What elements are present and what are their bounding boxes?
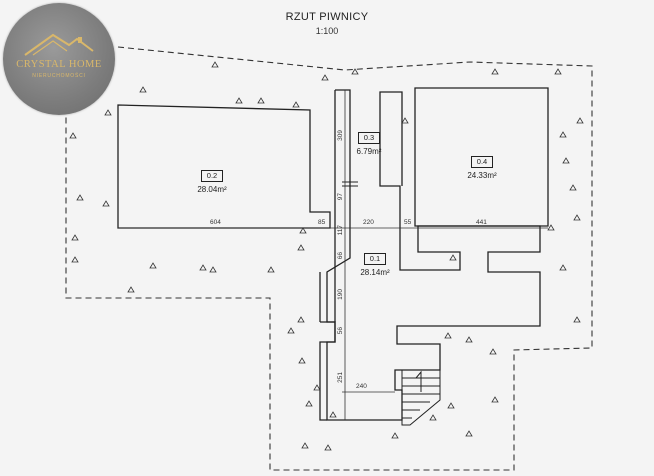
room-number: 0.4	[470, 156, 494, 168]
room-label-0-1: 0.1 28.14m²	[350, 253, 400, 277]
room-area: 6.79m²	[356, 147, 382, 156]
dimension-label: 441	[476, 219, 487, 226]
plot-boundary	[65, 46, 593, 471]
dimension-label: 251	[337, 372, 344, 383]
logo-subtitle: NIERUCHOMOŚCI	[32, 73, 86, 79]
room-area: 28.04m²	[197, 185, 227, 194]
room-label-0-3: 0.3 6.79m²	[347, 132, 391, 156]
plan-scale: 1:100	[315, 26, 339, 36]
room-number: 0.1	[363, 253, 387, 265]
brand-logo: CRYSTAL HOME NIERUCHOMOŚCI	[3, 3, 115, 115]
room-number: 0.2	[200, 170, 224, 182]
room-area: 24.33m²	[467, 171, 497, 180]
dimension-label: 190	[337, 289, 344, 300]
wall-corridor-bottom	[319, 321, 336, 421]
dimension-label: 220	[363, 219, 374, 226]
dimension-label: 240	[356, 383, 367, 390]
room-0-4-walls	[414, 87, 549, 227]
dimension-label: 97	[337, 193, 344, 201]
house-roof-icon	[24, 33, 94, 56]
dimension-label: 117	[337, 225, 344, 236]
logo-name: CRYSTAL HOME	[16, 59, 102, 70]
room-0-2-walls	[117, 104, 331, 229]
dimension-label: 55	[404, 219, 412, 226]
dimension-label: 604	[210, 219, 221, 226]
staircase	[401, 369, 441, 426]
dimension-label: 66	[337, 252, 344, 260]
dimension-label: 309	[337, 130, 344, 141]
terrain-markers	[69, 61, 584, 451]
room-number: 0.3	[357, 132, 381, 144]
room-label-0-2: 0.2 28.04m²	[182, 170, 242, 194]
plan-title: RZUT PIWNICY	[285, 11, 369, 23]
dimension-label: 85	[318, 219, 326, 226]
room-area: 28.14m²	[360, 268, 390, 277]
room-label-0-4: 0.4 24.33m²	[452, 156, 512, 180]
dimension-label: 56	[337, 327, 344, 335]
